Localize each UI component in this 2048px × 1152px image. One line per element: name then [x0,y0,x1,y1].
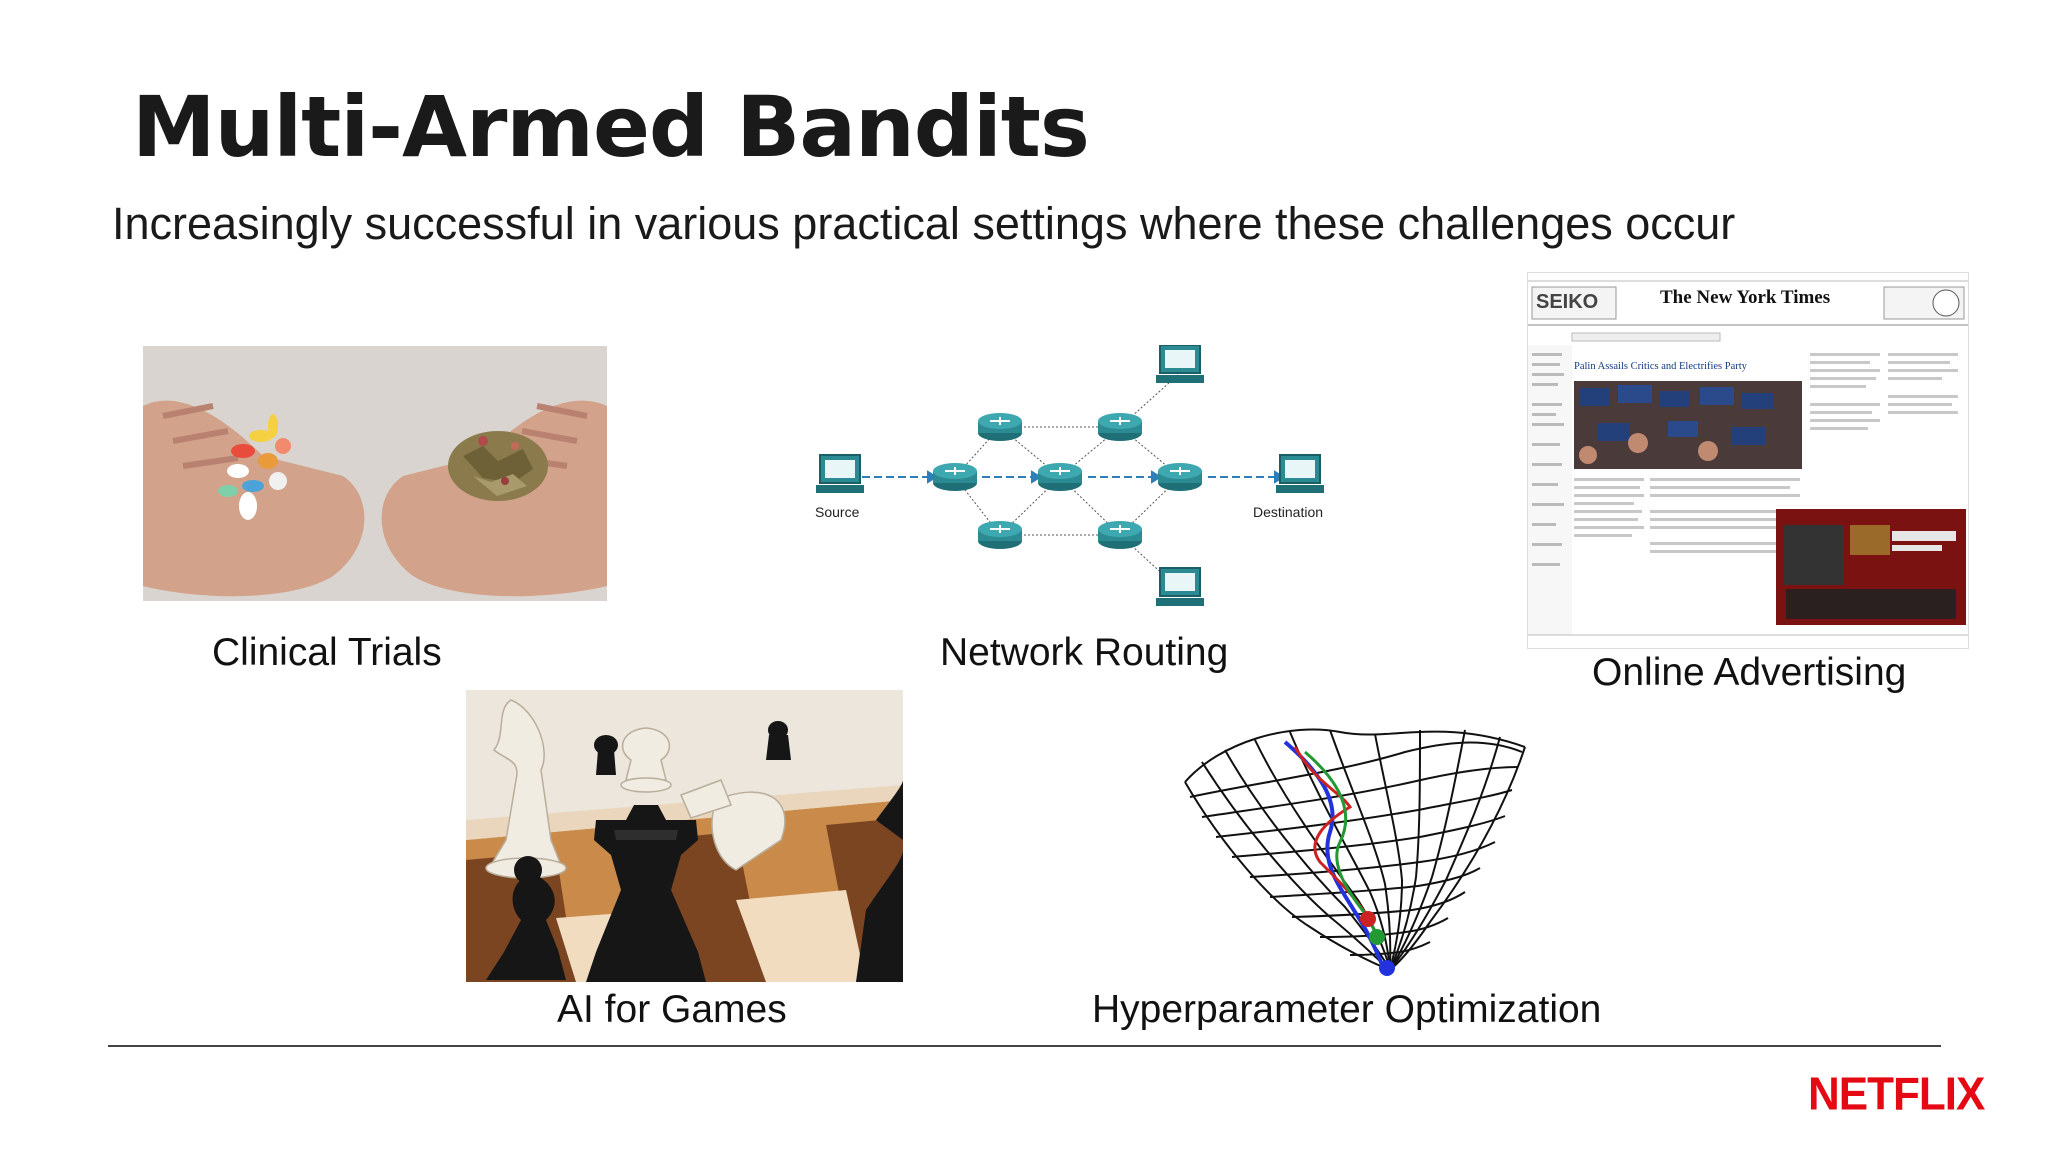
network-source-label: Source [815,504,860,520]
online-advertising-caption: Online Advertising [1592,651,1907,694]
clinical-trials-caption: Clinical Trials [212,631,442,674]
slide-subtitle: Increasingly successful in various pract… [112,198,1736,249]
hyperparameter-optimization-caption: Hyperparameter Optimization [1092,988,1602,1031]
bottom-divider [108,1045,1941,1047]
newspaper-masthead: The New York Times [1660,287,1831,308]
network-routing-caption: Network Routing [940,631,1229,674]
newspaper-seiko-logo: SEIKO [1536,291,1599,313]
hyperparameter-optimization-image [1180,712,1530,980]
ai-for-games-image [466,690,903,982]
online-advertising-image: SEIKO The New York Times Palin Assails C… [1527,272,1969,649]
clinical-trials-image [143,346,607,601]
slide-title: Multi-Armed Bandits [132,78,1090,176]
network-routing-diagram [810,345,1330,615]
newspaper-headline: Palin Assails Critics and Electrifies Pa… [1574,361,1747,372]
netflix-logo: NETFLIX [1808,1068,1985,1121]
ai-for-games-caption: AI for Games [557,988,787,1031]
network-destination-label: Destination [1253,504,1324,520]
